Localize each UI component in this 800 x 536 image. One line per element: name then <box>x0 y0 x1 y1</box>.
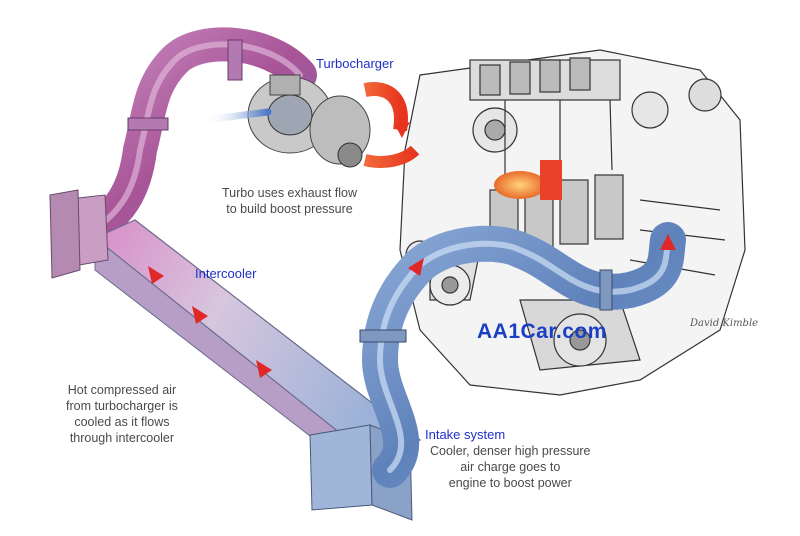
flow-arrow <box>256 360 272 378</box>
pipe-clamp <box>599 269 613 311</box>
intake-system-label: Intake system <box>425 427 506 442</box>
intercooler-description: Hot compressed air from turbocharger is … <box>66 382 178 446</box>
exhaust-flow-out <box>363 145 420 168</box>
turbocharger-label: Turbocharger <box>316 56 394 71</box>
turbo-description-line: to build boost pressure <box>226 202 353 216</box>
intercooler-description-line: through intercooler <box>69 431 175 445</box>
intake-description-line: air charge goes to <box>460 460 561 474</box>
exhaust-flow-in <box>363 82 408 132</box>
intercooler-description-line: cooled as it flows <box>74 415 170 429</box>
artist-signature: David Kimble <box>690 318 759 329</box>
intake-description-line: engine to boost power <box>448 476 572 490</box>
intercooler-description-line: from turbocharger is <box>66 399 178 413</box>
turbo-description: Turbo uses exhaust flow to build boost p… <box>222 185 357 217</box>
exhaust-arrow <box>395 122 410 138</box>
pipe-clamp <box>127 117 169 131</box>
intercooler-label: Intercooler <box>195 266 257 281</box>
intercooler-description-line: Hot compressed air <box>67 383 177 397</box>
intake-description-line: Cooler, denser high pressure <box>430 444 591 458</box>
combustion-glow <box>494 171 546 199</box>
brand-watermark: AA1Car.com <box>477 320 607 343</box>
intercooler-core <box>49 189 422 521</box>
intake-air-flow <box>201 108 272 124</box>
turbocharger-unit <box>247 74 371 168</box>
intake-description: Cooler, denser high pressure air charge … <box>430 443 591 491</box>
pipe-clamp <box>359 329 407 343</box>
turbo-description-line: Turbo uses exhaust flow <box>222 186 358 200</box>
hot-cylinder <box>540 160 562 200</box>
flow-arrow <box>408 258 424 276</box>
flow-arrow <box>148 266 164 284</box>
engine-illustration <box>399 49 746 396</box>
pipe-clamp <box>227 39 243 81</box>
flow-arrow <box>660 234 676 250</box>
flow-arrow <box>192 306 208 324</box>
